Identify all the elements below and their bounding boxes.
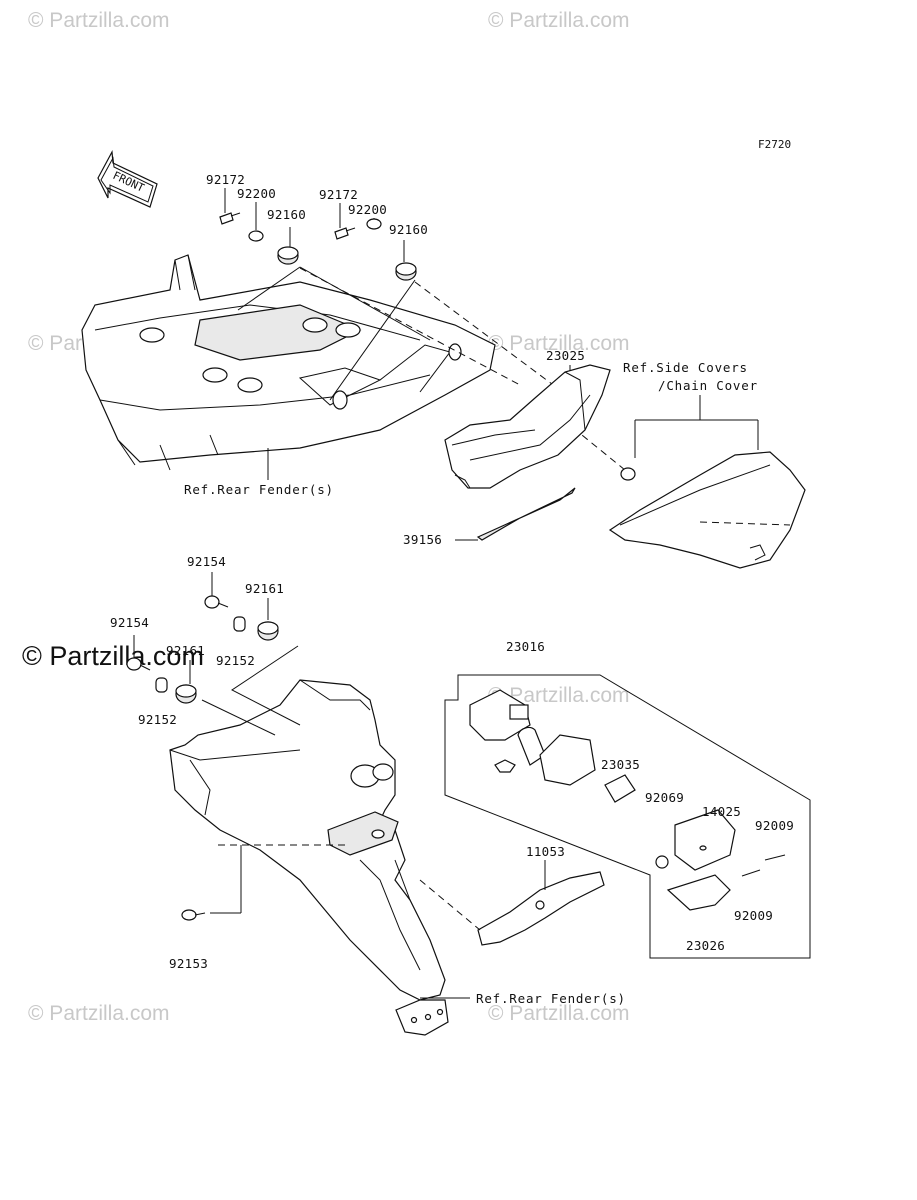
ref-side-covers-label: Ref.Side Covers <box>623 360 748 375</box>
part-label: 23035 <box>601 757 640 772</box>
ref-rear-fender-label: Ref.Rear Fender(s) <box>184 482 334 497</box>
part-label: 92172 <box>319 187 358 202</box>
part-label: 92152 <box>138 712 177 727</box>
part-label: 92153 <box>169 956 208 971</box>
part-label: 92009 <box>755 818 794 833</box>
rear-frame-illustration <box>81 254 496 471</box>
lower-leader-lines <box>133 572 470 999</box>
rear-fender-bracket <box>169 679 449 1036</box>
part-label: 39156 <box>403 532 442 547</box>
ref-rear-fender-label: Ref.Rear Fender(s) <box>476 991 626 1006</box>
watermark-text: © Partzilla.com <box>488 332 630 355</box>
watermark-text: © Partzilla.com <box>488 9 630 32</box>
part-label: 14025 <box>702 804 741 819</box>
license-bracket-11053 <box>419 860 605 946</box>
watermark-large-text: © Partzilla.com <box>22 641 204 671</box>
watermark-text: © Partzilla.com <box>488 684 630 707</box>
watermark-layer: © Partzilla.com © Partzilla.com © Partzi… <box>22 9 630 1025</box>
watermark-text: © Partzilla.com <box>488 1002 630 1025</box>
part-labels: 92172 92200 92160 92172 92200 92160 2302… <box>110 172 794 971</box>
side-cover <box>608 395 806 569</box>
part-label: 92200 <box>237 186 276 201</box>
watermark-text: © Partzilla.com <box>28 1002 170 1025</box>
tail-light-assembly <box>444 674 811 959</box>
part-label: 23025 <box>546 348 585 363</box>
part-label: 92154 <box>110 615 149 630</box>
tail-cover-23025 <box>444 364 611 489</box>
part-label: 92152 <box>216 653 255 668</box>
reference-labels: Ref.Side Covers /Chain Cover Ref.Rear Fe… <box>184 360 758 1006</box>
part-label: 23026 <box>686 938 725 953</box>
upper-leader-lines <box>224 188 626 471</box>
stripe-39156 <box>455 487 576 541</box>
part-label: 92161 <box>166 643 205 658</box>
part-label: 11053 <box>526 844 565 859</box>
lower-fasteners <box>126 595 279 921</box>
part-label: 92069 <box>645 790 684 805</box>
part-label: 92161 <box>245 581 284 596</box>
part-label: 92009 <box>734 908 773 923</box>
part-label: 92160 <box>267 207 306 222</box>
figure-code: F2720 <box>758 138 791 151</box>
part-label: 92160 <box>389 222 428 237</box>
watermark-text: © Partzilla.com <box>28 9 170 32</box>
part-label: 92172 <box>206 172 245 187</box>
front-arrow: FRONT <box>97 149 158 208</box>
part-label: 92200 <box>348 202 387 217</box>
part-label: 92154 <box>187 554 226 569</box>
ref-chain-cover-label: /Chain Cover <box>658 378 758 393</box>
upper-fasteners <box>219 212 417 281</box>
part-label: 23016 <box>506 639 545 654</box>
